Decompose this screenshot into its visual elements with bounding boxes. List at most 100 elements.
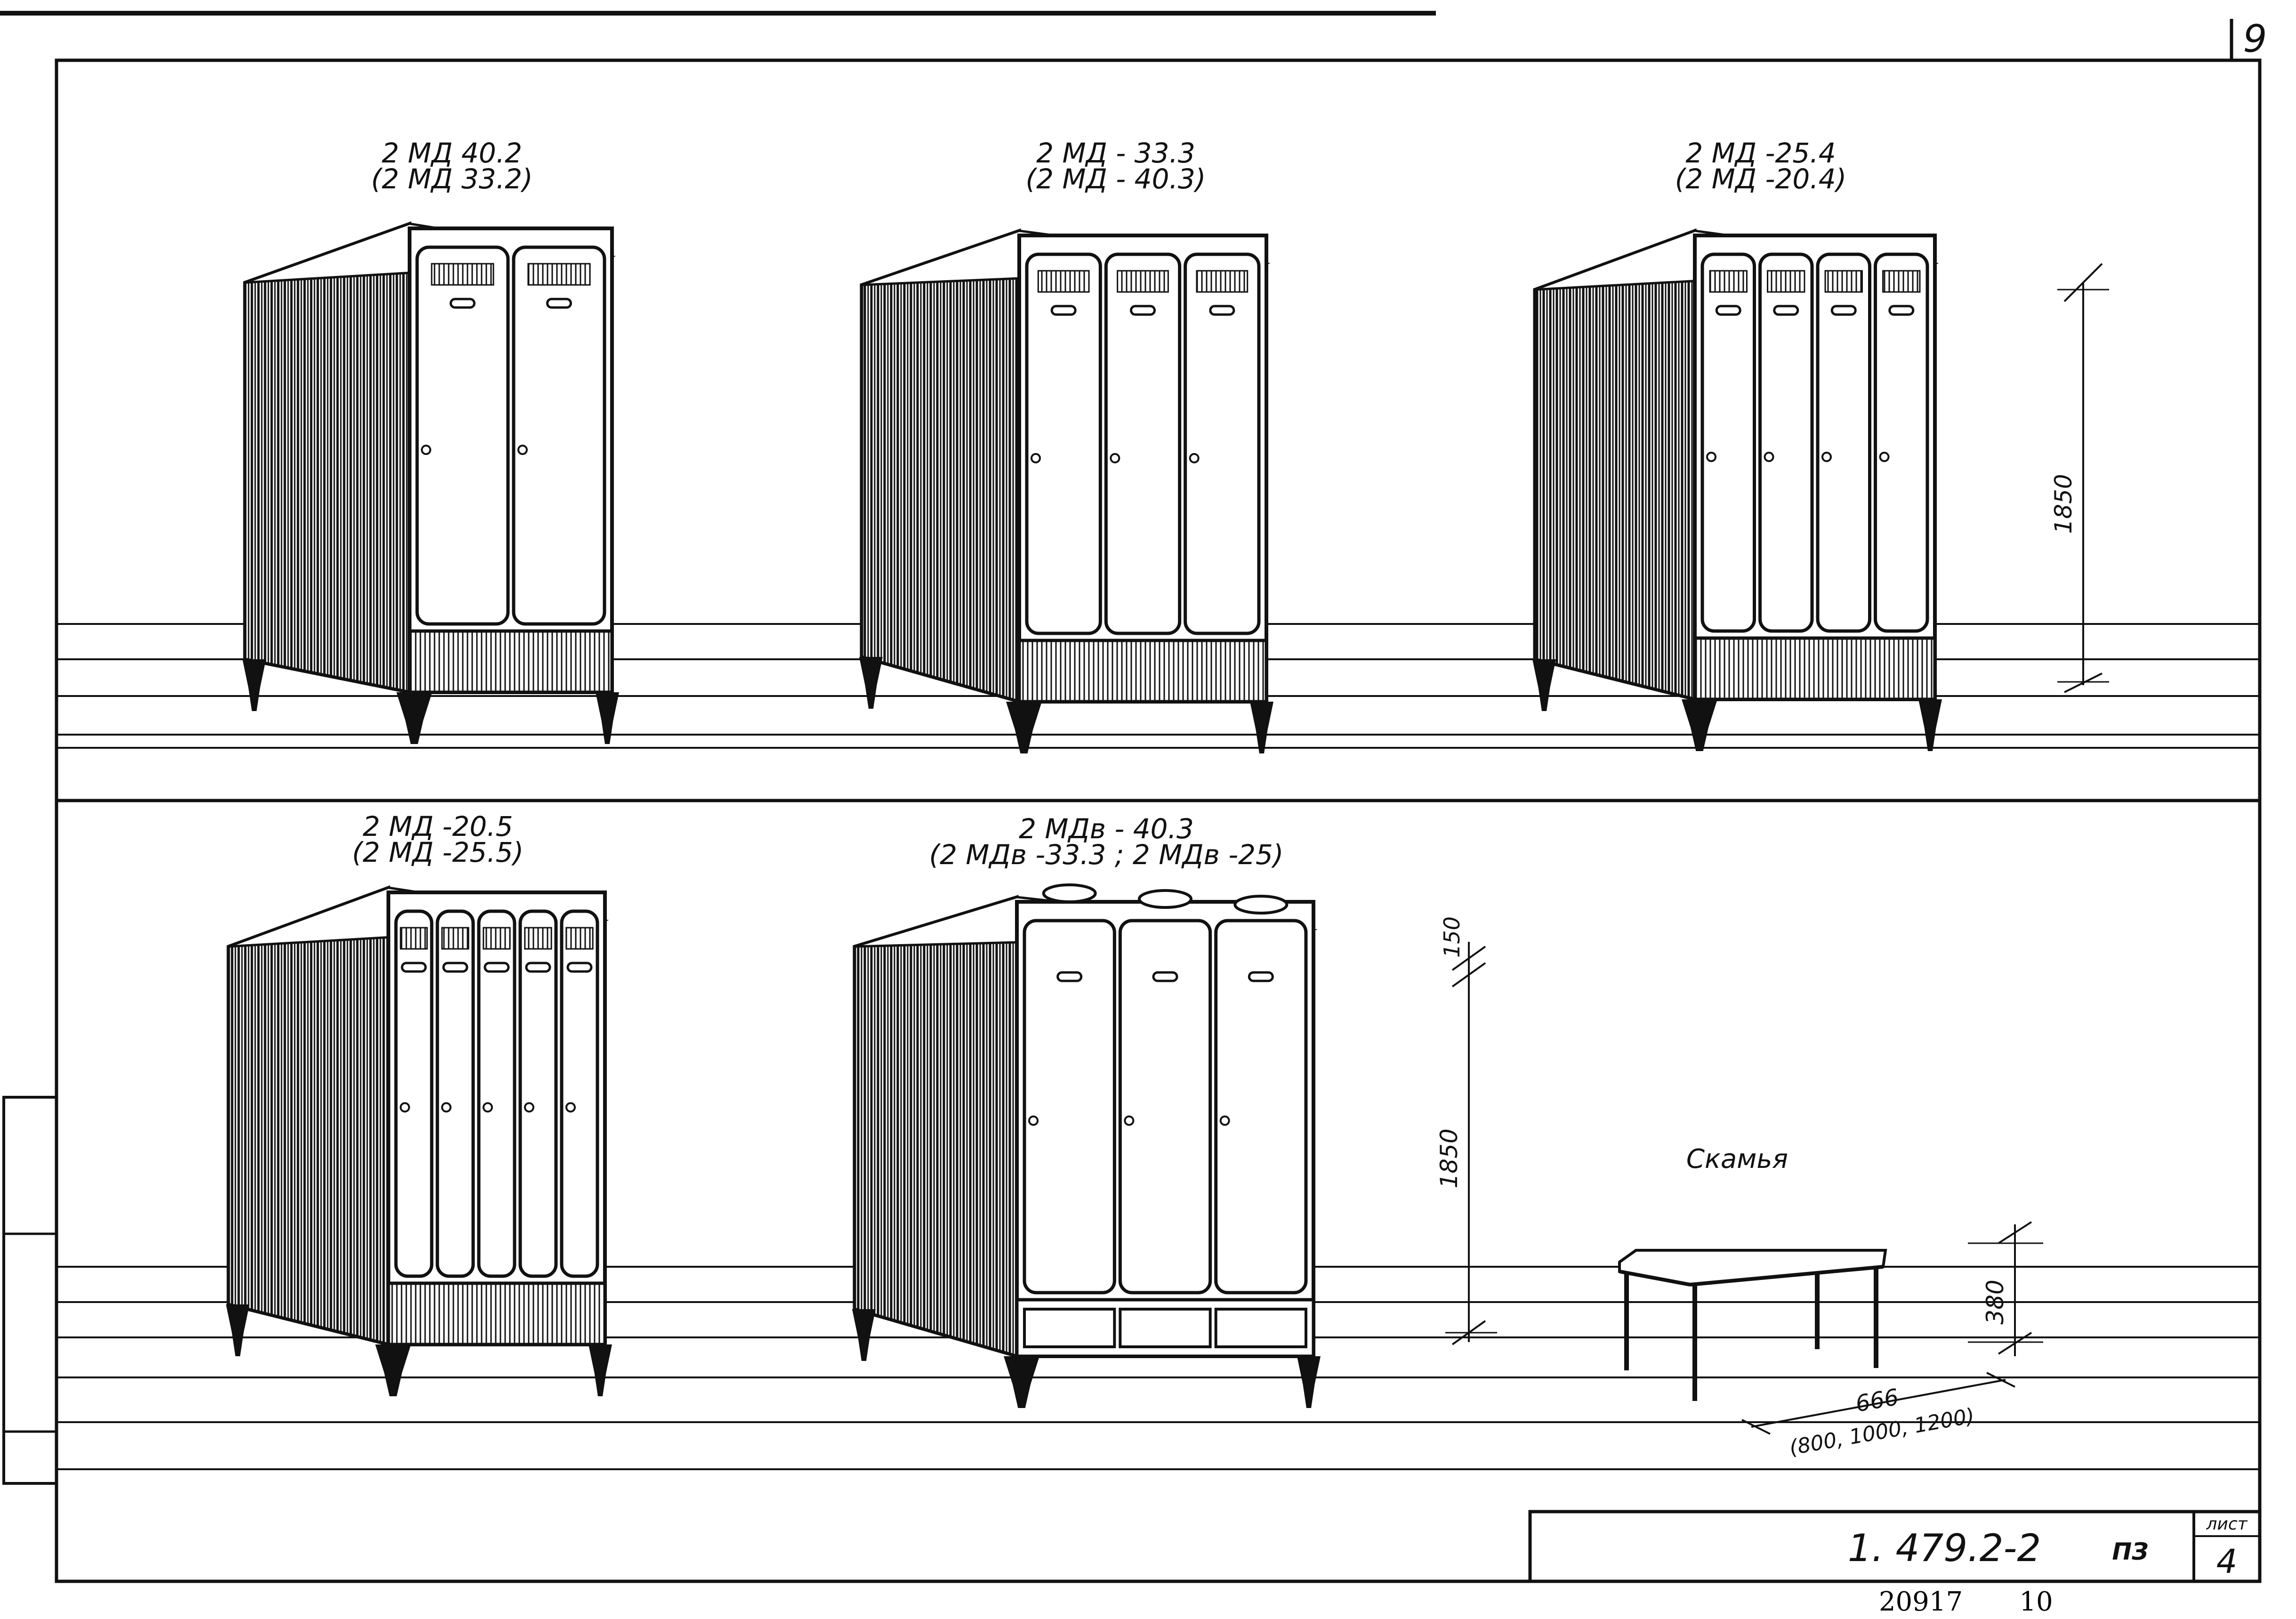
cabinet-a-label-1: 2 МД 40.2 (382, 137, 522, 169)
door-lock (565, 1102, 576, 1113)
door-vent-grille (1709, 270, 1748, 293)
cabinet-door (1874, 252, 1929, 633)
cabinet-door (1816, 252, 1871, 633)
cabinet-door (1118, 919, 1212, 1295)
door-handle (1715, 305, 1741, 316)
cabinet-side-panel (1533, 228, 1697, 702)
door-handle (401, 962, 427, 973)
door-handle (1209, 305, 1235, 316)
cabinet-e-label-1: 2 МДв - 40.3 (1019, 813, 1194, 845)
door-handle (1773, 305, 1799, 316)
door-vent-grille (400, 927, 428, 950)
door-lock (1031, 453, 1041, 463)
door-lock (1219, 1115, 1230, 1126)
door-vent-grille (441, 927, 469, 950)
sheet-frame (0, 11, 2262, 1583)
door-vent-grille (1824, 270, 1863, 293)
bench-length-label: 666 (1853, 1384, 1901, 1417)
door-vent-grille (431, 263, 494, 286)
cabinet-side-panel (226, 885, 390, 1347)
door-handle (483, 962, 510, 973)
dimension-label-1850-bottom: 1850 (1435, 1128, 1463, 1188)
door-vent-grille (527, 263, 591, 286)
cabinet-leg (1006, 702, 1042, 753)
door-vent-grille (1037, 270, 1090, 293)
cabinet-side-panel (243, 221, 411, 695)
door-vent-grille (1196, 270, 1249, 293)
door-lock (1764, 452, 1774, 462)
dimension-label-1850-top: 1850 (2050, 474, 2077, 534)
door-handle (546, 298, 572, 309)
cabinet-drawings (226, 221, 1942, 1408)
cabinet-door (1023, 919, 1116, 1295)
door-lock (1028, 1115, 1039, 1126)
cabinet-leg (226, 1304, 250, 1356)
ventilator-cap (1042, 883, 1097, 903)
door-handle (1130, 305, 1156, 316)
cabinet-labels: 2 МД 40.2 (2 МД 33.2) 2 МД - 33.3 (2 МД … (352, 137, 1846, 871)
cabinet-a-label-2: (2 МД 33.2) (371, 163, 533, 195)
cabinet-door (512, 245, 606, 626)
cabinet-a (242, 221, 619, 744)
door-lock (517, 445, 528, 455)
cabinet-c-label-2: (2 МД -20.4) (1675, 163, 1846, 195)
bench-drawing: Скамья 380 666 (800, 1000, 1200) (1618, 1144, 2043, 1460)
door-lock (400, 1102, 410, 1113)
door-handle (1248, 971, 1274, 982)
cabinet-door (394, 909, 434, 1278)
door-handle (442, 962, 468, 973)
door-vent-grille (524, 927, 552, 950)
door-handle (450, 298, 475, 309)
cabinet-side-panel (860, 228, 1021, 704)
door-handle (1050, 305, 1077, 316)
door-handle (1830, 305, 1857, 316)
plinth-panel (1214, 1308, 1308, 1348)
inventory-suffix: 10 (2019, 1587, 2053, 1617)
cabinet-b-label-1: 2 МД - 33.3 (1036, 137, 1195, 169)
cabinet-plinth (1017, 639, 1268, 704)
door-lock (1189, 453, 1200, 463)
sheet-number: 4 (2216, 1542, 2238, 1581)
plinth-panel (1119, 1308, 1212, 1348)
cabinet-door (477, 909, 516, 1278)
door-handle (566, 962, 593, 973)
cabinet-door (415, 245, 510, 626)
cabinet-leg (1532, 659, 1556, 711)
cabinet-leg (588, 1344, 612, 1396)
cabinet-door (1700, 252, 1756, 633)
door-lock (524, 1102, 534, 1113)
dimension-cabinet-height-top: 1850 (2050, 263, 2109, 693)
door-lock (1706, 452, 1716, 462)
door-lock (1821, 452, 1832, 462)
cabinet-door (1104, 252, 1182, 635)
cabinet-leg (596, 692, 619, 744)
door-handle (1152, 971, 1178, 982)
cabinet-e-label-2: (2 МДв -33.3 ; 2 МДв -25) (929, 839, 1283, 871)
cabinet-leg (1004, 1356, 1039, 1408)
door-vent-grille (1882, 270, 1921, 293)
cabinet-leg (1682, 699, 1717, 751)
sheet-label: лист (2206, 1514, 2248, 1534)
document-stage: ПЗ (2112, 1538, 2148, 1565)
cabinet-plinth (1693, 636, 1937, 701)
door-vent-grille (483, 927, 511, 950)
cabinet-leg (1297, 1356, 1321, 1408)
cabinet-door (1184, 252, 1261, 635)
document-designation: 1. 479.2-2 (1848, 1526, 2041, 1570)
cabinet-door (1758, 252, 1814, 633)
cabinet-leg (1250, 702, 1273, 753)
ventilator-cap (1233, 895, 1289, 915)
door-handle (1056, 971, 1083, 982)
cabinet-leg (1918, 699, 1942, 751)
title-block: 1. 479.2-2 ПЗ лист 4 (1528, 1510, 2262, 1583)
door-vent-grille (1767, 270, 1805, 293)
cabinet-b (859, 228, 1273, 753)
cabinet-e (852, 883, 1321, 1408)
door-vent-grille (1117, 270, 1169, 293)
plinth-panel (1023, 1308, 1116, 1348)
cabinet-leg (375, 1344, 411, 1396)
bench-label: Скамья (1686, 1144, 1788, 1174)
cabinet-door (1025, 252, 1102, 635)
cabinet-leg (852, 1309, 876, 1361)
